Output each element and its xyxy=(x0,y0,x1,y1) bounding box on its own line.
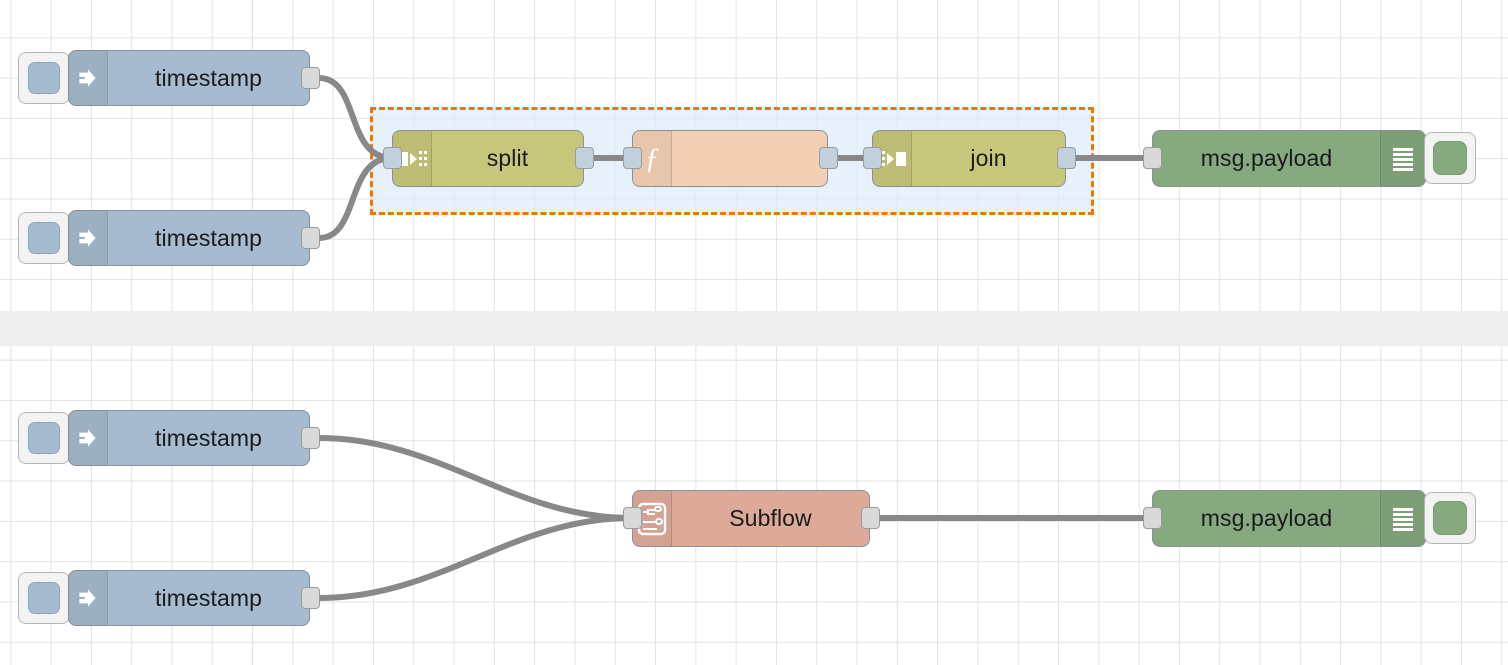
node-label: msg.payload xyxy=(1200,505,1333,531)
node-join[interactable]: join xyxy=(872,130,1066,187)
port-in-debug-1[interactable] xyxy=(1143,147,1162,169)
inject-arrow-icon xyxy=(69,211,108,265)
node-inject-3[interactable]: timestamp xyxy=(68,410,310,466)
node-inject-2[interactable]: timestamp xyxy=(68,210,310,266)
node-inject-4[interactable]: timestamp xyxy=(68,570,310,626)
port-in-function[interactable] xyxy=(623,147,642,169)
inject-button-square-icon xyxy=(28,222,60,254)
debug-list-icon xyxy=(1380,491,1425,546)
node-debug-1[interactable]: msg.payload xyxy=(1152,130,1426,187)
node-function[interactable]: ƒ xyxy=(632,130,828,187)
inject-button-2[interactable] xyxy=(18,212,70,264)
debug-list-icon xyxy=(1380,131,1425,186)
svg-text:ƒ: ƒ xyxy=(645,142,660,175)
node-label: join xyxy=(970,145,1007,171)
node-label: timestamp xyxy=(155,64,262,91)
node-label: timestamp xyxy=(155,424,262,451)
node-label: msg.payload xyxy=(1200,145,1333,171)
inject-button-3[interactable] xyxy=(18,412,70,464)
port-in-split[interactable] xyxy=(383,147,402,169)
debug-button-square-icon xyxy=(1433,501,1467,535)
port-out-join[interactable] xyxy=(1057,147,1076,169)
port-out-inject-1[interactable] xyxy=(301,67,320,89)
port-out-inject-3[interactable] xyxy=(301,427,320,449)
flow-separator-band xyxy=(0,311,1508,346)
node-label: timestamp xyxy=(155,224,262,251)
debug-button-2[interactable] xyxy=(1424,492,1476,544)
inject-arrow-icon xyxy=(69,411,108,465)
inject-arrow-icon xyxy=(69,571,108,625)
inject-button-4[interactable] xyxy=(18,572,70,624)
port-out-inject-2[interactable] xyxy=(301,227,320,249)
port-out-subflow[interactable] xyxy=(861,507,880,529)
inject-button-square-icon xyxy=(28,62,60,94)
debug-button-1[interactable] xyxy=(1424,132,1476,184)
node-debug-2[interactable]: msg.payload xyxy=(1152,490,1426,547)
port-in-debug-2[interactable] xyxy=(1143,507,1162,529)
port-out-inject-4[interactable] xyxy=(301,587,320,609)
port-in-subflow[interactable] xyxy=(623,507,642,529)
node-inject-1[interactable]: timestamp xyxy=(68,50,310,106)
debug-button-square-icon xyxy=(1433,141,1467,175)
port-out-function[interactable] xyxy=(819,147,838,169)
node-label: timestamp xyxy=(155,584,262,611)
node-subflow[interactable]: Subflow xyxy=(632,490,870,547)
node-label: split xyxy=(486,145,529,171)
node-label xyxy=(672,131,827,186)
inject-button-1[interactable] xyxy=(18,52,70,104)
port-in-join[interactable] xyxy=(863,147,882,169)
inject-arrow-icon xyxy=(69,51,108,105)
node-split[interactable]: split xyxy=(392,130,584,187)
wire-inject3-subflow xyxy=(316,435,634,521)
port-out-split[interactable] xyxy=(575,147,594,169)
inject-button-square-icon xyxy=(28,422,60,454)
inject-button-square-icon xyxy=(28,582,60,614)
wire-inject4-subflow xyxy=(316,515,634,601)
node-label: Subflow xyxy=(729,505,812,531)
